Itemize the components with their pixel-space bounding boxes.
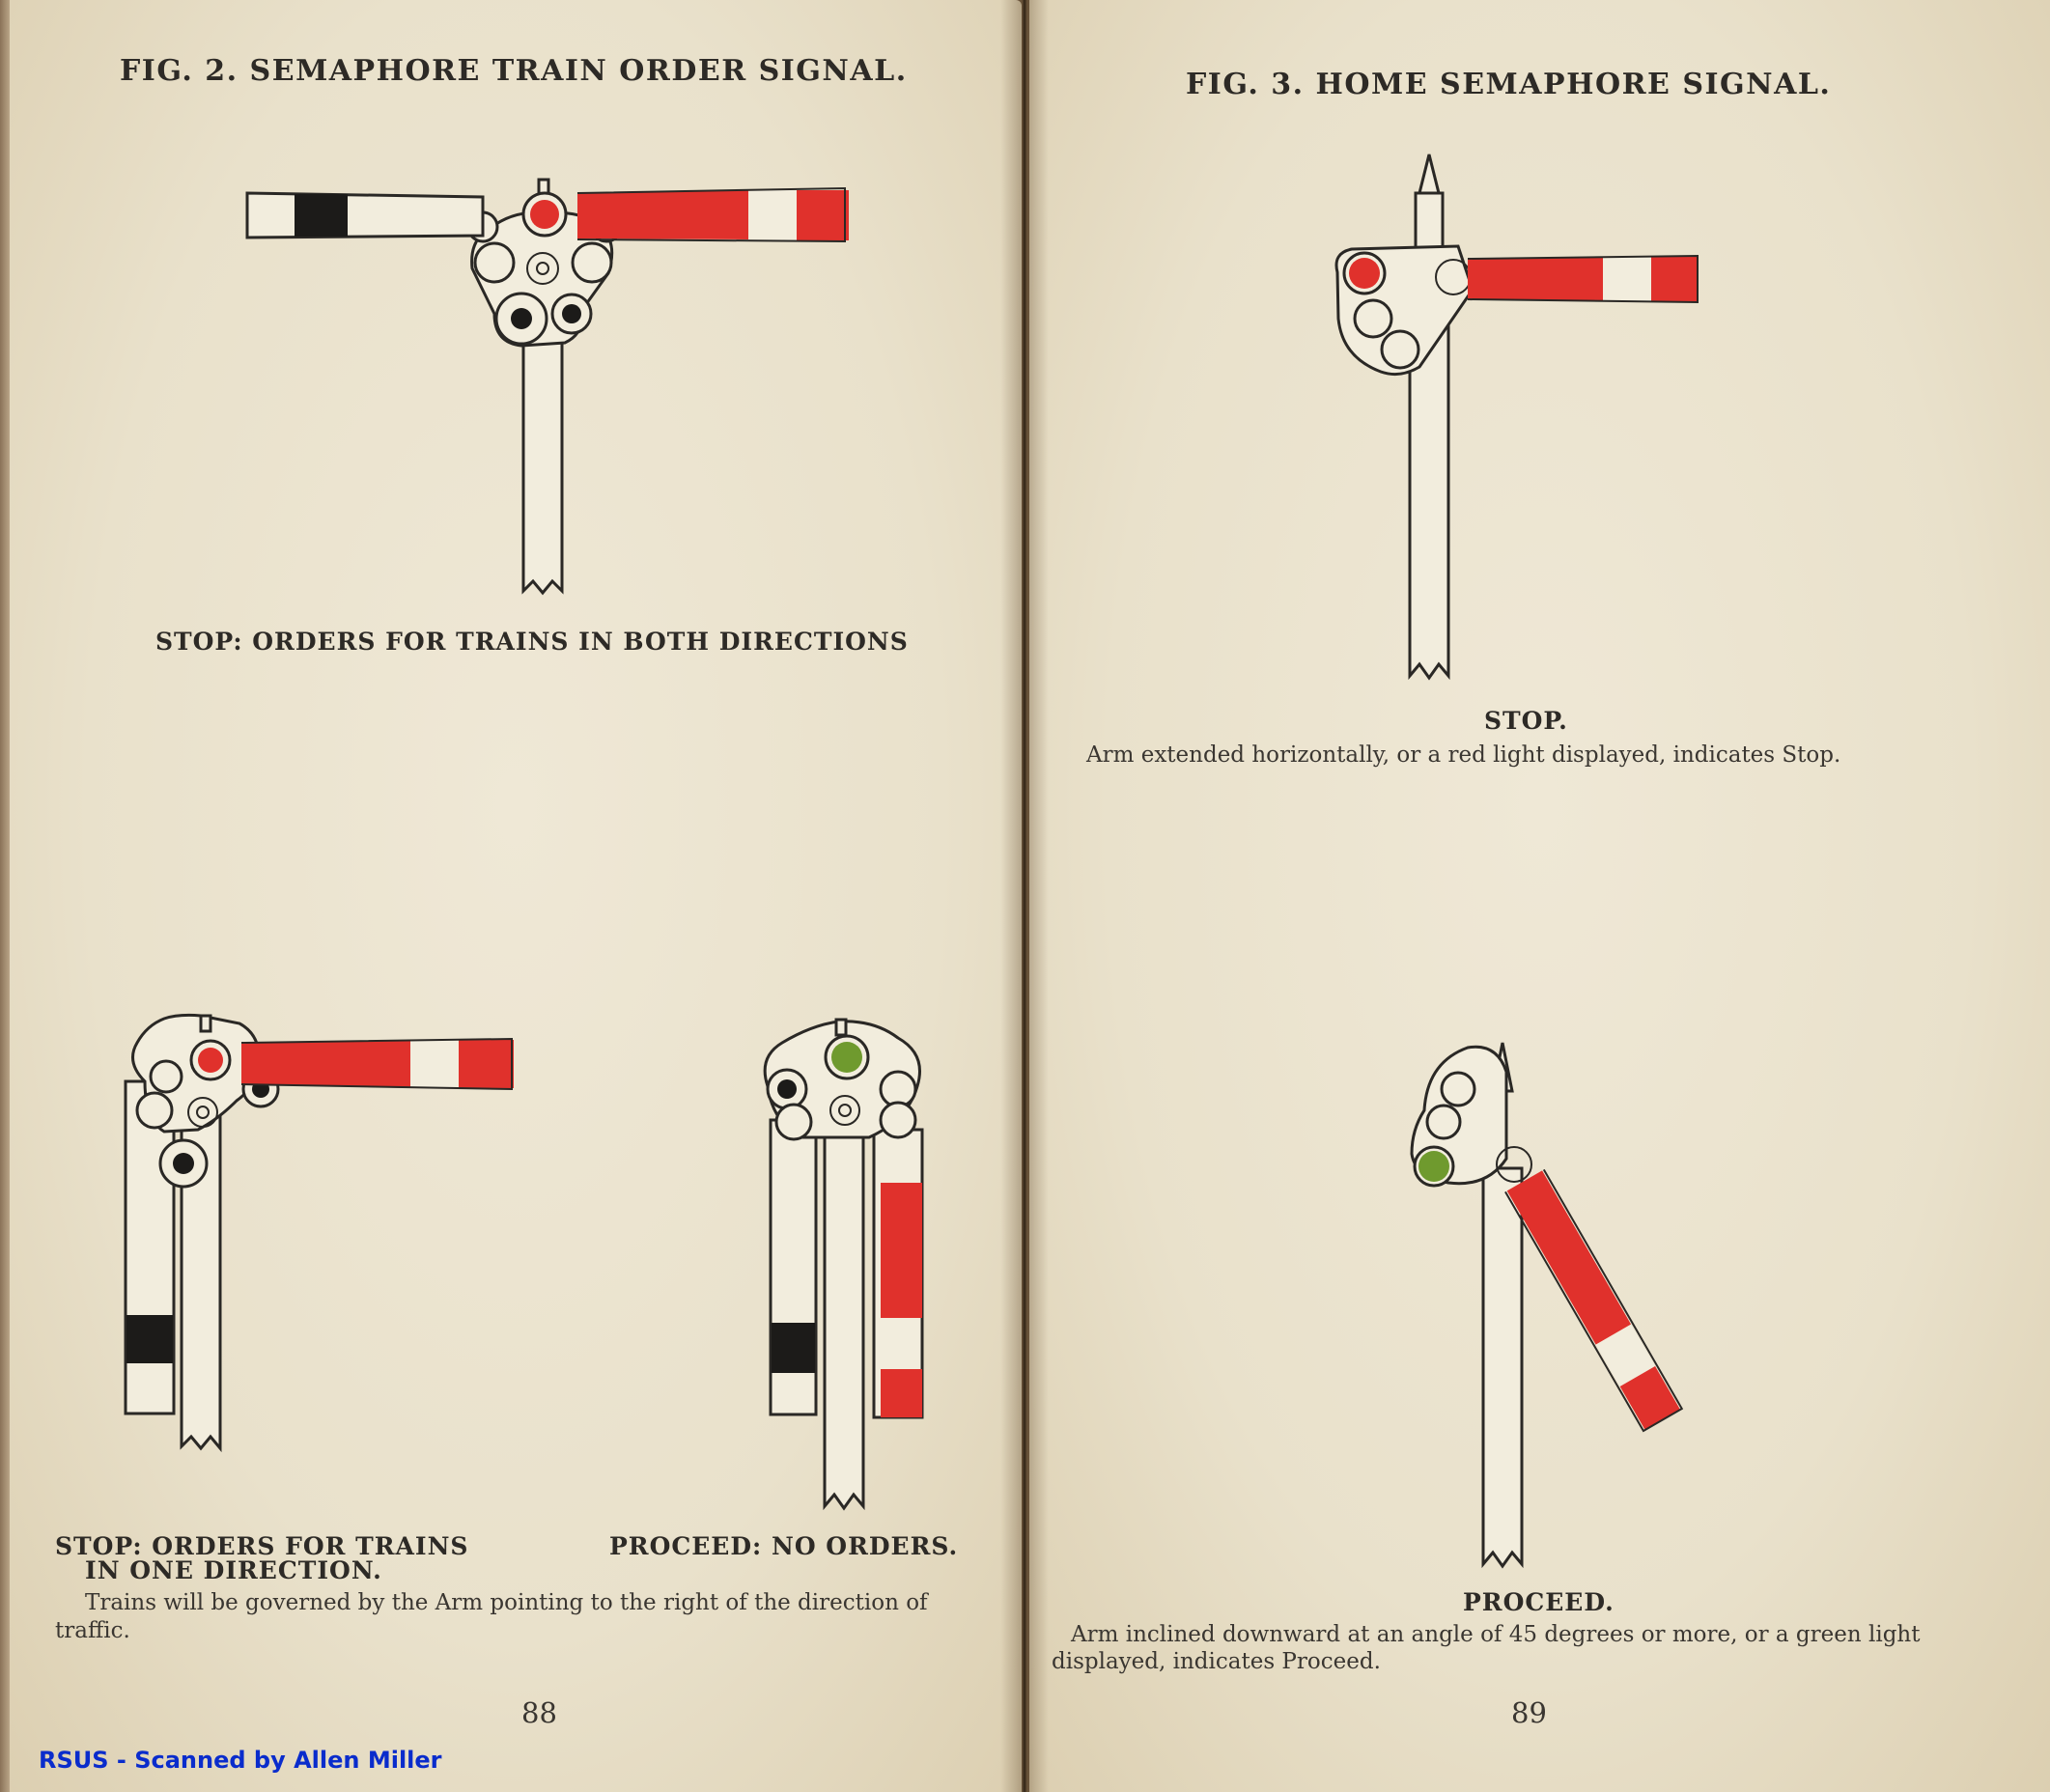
train-order-signal-one-stop (124, 1013, 514, 1453)
note-text-line1: Trains will be governed by the Arm point… (85, 1590, 928, 1615)
red-arm-right (577, 190, 748, 239)
red-lamp (1349, 258, 1380, 289)
home-signal-proceed (1410, 1042, 1684, 1569)
figure-2-title: FIG. 2. SEMAPHORE TRAIN ORDER SIGNAL. (120, 54, 908, 88)
page-number-left: 88 (521, 1696, 557, 1729)
note-text-line2: traffic. (55, 1618, 130, 1643)
caption-stop-both-directions: STOP: ORDERS FOR TRAINS IN BOTH DIRECTIO… (155, 628, 909, 656)
caption-stop-one-direction-line1: STOP: ORDERS FOR TRAINS (55, 1532, 469, 1560)
caption-proceed-no-orders: PROCEED: NO ORDERS. (609, 1532, 959, 1560)
signal-mast (823, 1079, 865, 1511)
mast-finial (1418, 154, 1441, 195)
figure-3-title: FIG. 3. HOME SEMAPHORE SIGNAL. (1186, 68, 1832, 101)
signal-mast (180, 1079, 222, 1453)
proceed-heading: PROCEED. (1463, 1588, 1615, 1616)
red-arm-horizontal (241, 1040, 410, 1088)
green-lamp (1418, 1151, 1449, 1182)
home-signal-stop (1334, 154, 1699, 681)
train-order-signal-proceed (763, 1018, 924, 1511)
white-arm-left (245, 191, 485, 239)
book-gutter (1000, 0, 1049, 1792)
page-number-right: 89 (1511, 1696, 1547, 1729)
red-lamp (530, 200, 559, 229)
signal-mast (521, 336, 564, 596)
signal-mast (1481, 1166, 1524, 1569)
train-order-signal-both-stop (245, 178, 849, 596)
stop-description: Arm extended horizontally, or a red ligh… (1086, 742, 1841, 768)
red-arm-inclined (1506, 1170, 1632, 1345)
proceed-description-line2: displayed, indicates Proceed. (1052, 1649, 1381, 1674)
green-lamp (831, 1042, 862, 1073)
stop-heading: STOP. (1484, 707, 1568, 735)
scan-credit: RSUS - Scanned by Allen Miller (39, 1747, 442, 1774)
proceed-description-line1: Arm inclined downward at an angle of 45 … (1071, 1622, 1921, 1647)
red-arm-horizontal (1468, 257, 1603, 300)
caption-stop-one-direction-line2: IN ONE DIRECTION. (85, 1556, 382, 1584)
red-lamp (198, 1048, 223, 1073)
